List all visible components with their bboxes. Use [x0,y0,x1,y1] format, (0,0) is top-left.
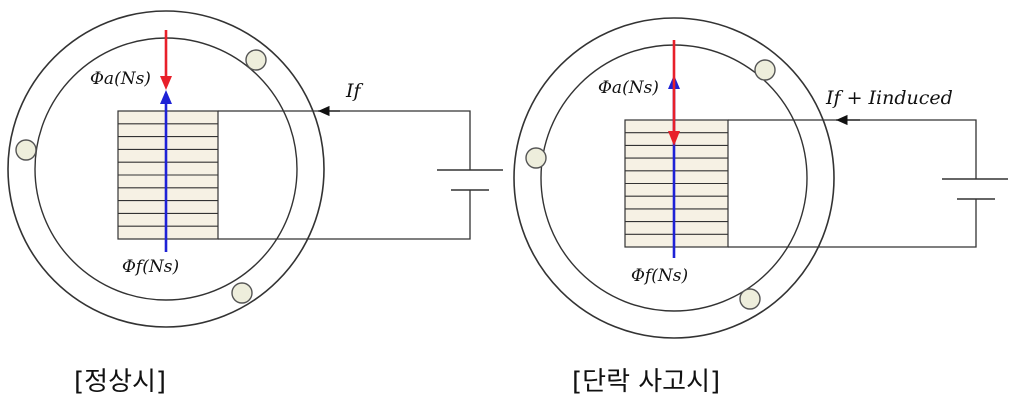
stator-outer-circle [513,17,835,339]
circuit-wire [218,110,471,170]
circuit-wire [728,199,977,248]
circuit-wire [728,119,977,179]
field-winding [624,119,729,248]
caption-normal: [정상시] [74,367,166,397]
panel-fault: Φa(Ns) Φf(Ns) If + Iinduced [513,17,1008,339]
stator-slot-conductor [245,49,267,71]
stator-slot-conductor [754,59,776,81]
armature-flux-arrowhead [668,131,680,146]
field-flux-label: Φf(Ns) [631,266,688,286]
circuit-wire [218,190,471,240]
field-flux-label: Φf(Ns) [122,257,179,277]
field-flux-arrowhead [160,90,172,104]
stator-slot-conductor [739,288,761,310]
field-current-label: If + Iinduced [825,87,953,109]
stator-slot-conductor [525,147,547,169]
stator-outer-circle [7,10,325,328]
field-winding [117,110,219,240]
stator-slot-conductor [231,282,253,304]
caption-fault: [단락 사고시] [572,367,720,397]
armature-flux-label: Φa(Ns) [90,69,151,89]
armature-flux-arrowhead [160,76,172,90]
armature-flux-label: Φa(Ns) [598,78,659,98]
panel-normal: Φa(Ns) Φf(Ns) If [7,10,503,328]
stator-slot-conductor [15,139,37,161]
field-current-label: If [345,80,364,102]
